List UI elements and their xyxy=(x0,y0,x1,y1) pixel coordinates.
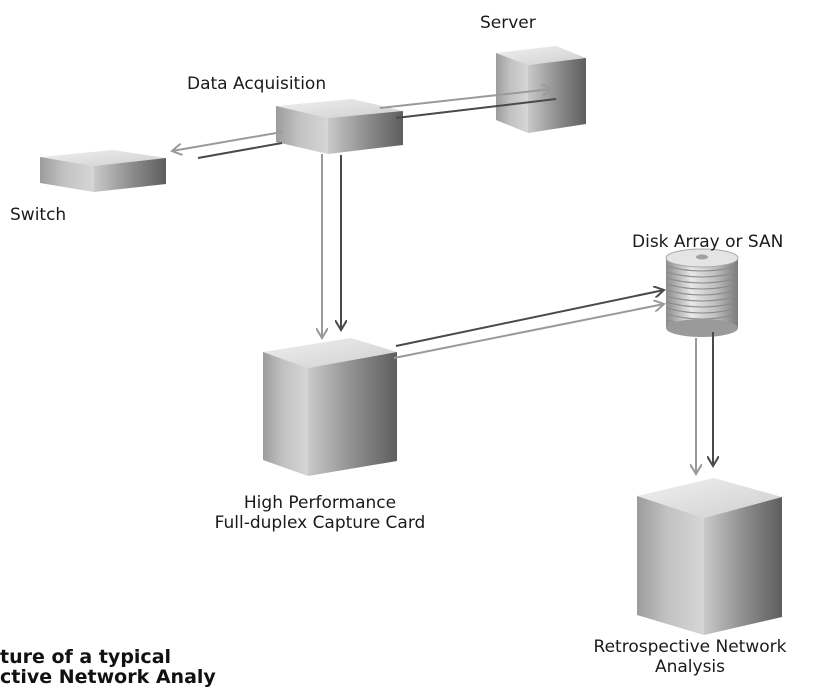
caption-line1: ture of a typical xyxy=(0,646,172,668)
server-box-icon xyxy=(496,46,586,133)
analysis-label-line2: Analysis xyxy=(654,657,726,677)
analysis-label: Retrospective Network Analysis xyxy=(575,637,805,677)
data-acquisition-label: Data Acquisition xyxy=(187,74,327,94)
disk-stack-lines xyxy=(665,265,739,326)
caption-line2: ctive Network Analy xyxy=(0,666,216,688)
server-label: Server xyxy=(480,13,536,33)
switch-box-icon xyxy=(40,150,166,192)
capture-card-label-line2: Full-duplex Capture Card xyxy=(214,513,426,533)
analysis-label-line1: Retrospective Network xyxy=(593,637,787,657)
capture-card-box-icon xyxy=(263,338,397,476)
arrow-acquisition-capture xyxy=(322,154,341,338)
arrow-acquisition-server xyxy=(379,89,557,119)
analysis-box-icon xyxy=(637,478,782,635)
disk-array-label: Disk Array or SAN xyxy=(632,232,784,252)
arrow-disk-analysis xyxy=(696,332,713,474)
capture-card-label-line1: High Performance xyxy=(243,493,397,513)
disk-stack-icon xyxy=(665,248,739,337)
capture-card-label: High Performance Full-duplex Capture Car… xyxy=(180,493,460,533)
switch-label: Switch xyxy=(10,205,67,225)
data-acquisition-box-icon xyxy=(276,99,403,154)
arrow-capture-disk xyxy=(393,290,664,359)
arrow-acquisition-switch xyxy=(172,131,283,159)
